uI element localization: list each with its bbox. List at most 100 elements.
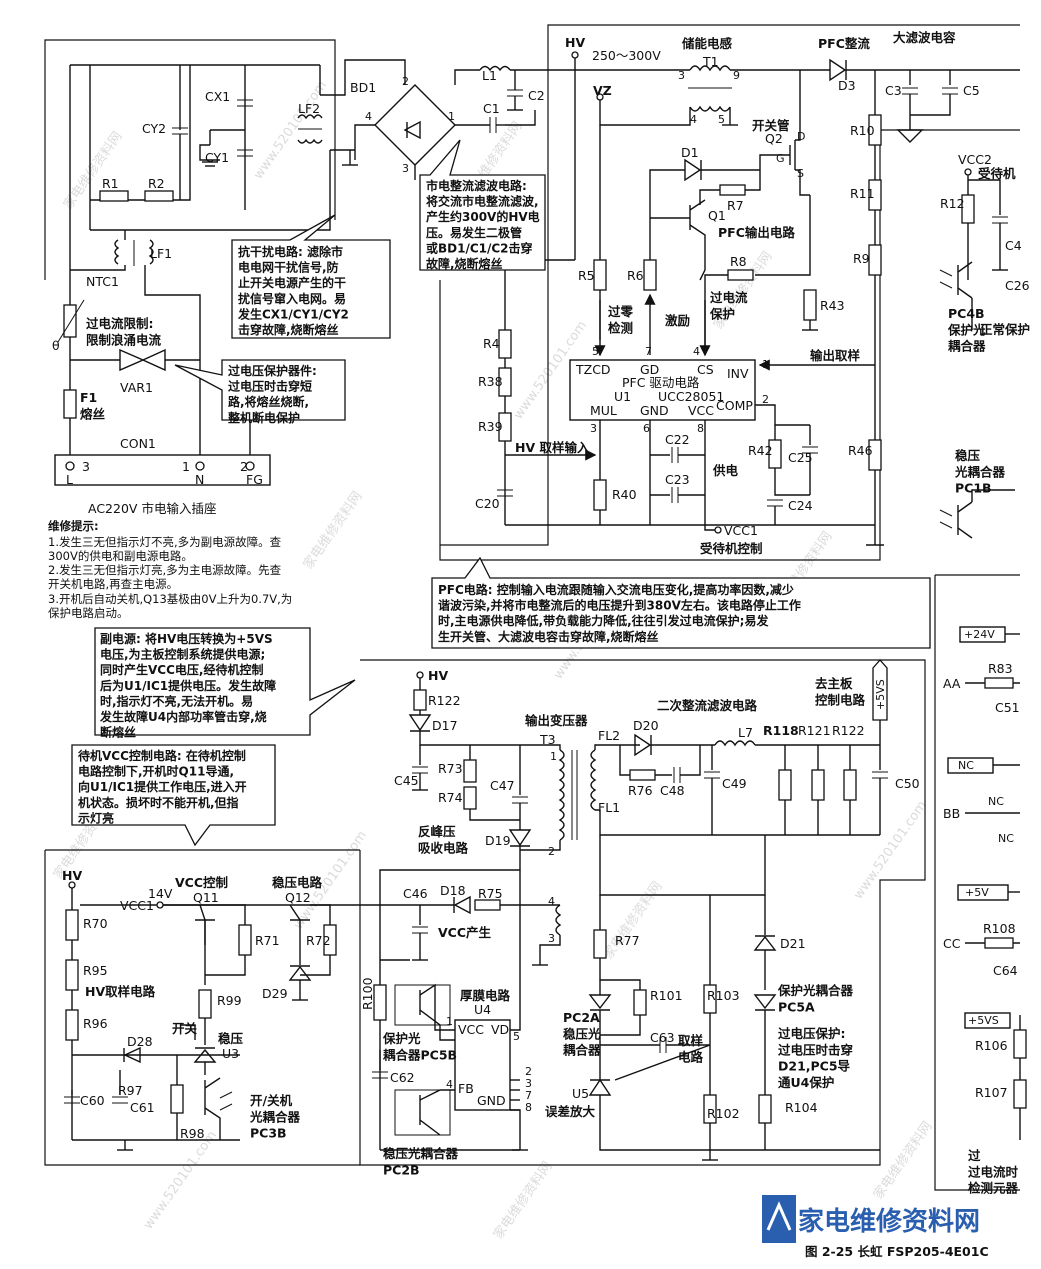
label-ntc1: NTC1 (86, 274, 119, 289)
label-d19: D19 (485, 833, 511, 848)
label-r104: R104 (785, 1100, 818, 1115)
pin-label: S (797, 167, 804, 180)
label-lf1: LF1 (150, 246, 172, 261)
label-nc: NC (998, 832, 1014, 845)
label-c45: C45 (394, 773, 419, 788)
label-sampling: 取样电路 (678, 1033, 704, 1064)
label-r71: R71 (255, 933, 280, 948)
thick-film-ic-u4 (454, 1019, 511, 1111)
label-c23: C23 (665, 472, 690, 487)
label-hv-left: HV (62, 868, 82, 883)
u1-part: UCC28051 (658, 389, 724, 404)
label-r77: R77 (615, 933, 640, 948)
pin-number: 1 (550, 750, 557, 763)
label-storage-inductor: 储能电感 (681, 36, 733, 51)
label-lf2: LF2 (298, 101, 320, 116)
pin-number: 1 (182, 459, 190, 474)
label-excite: 激励 (665, 313, 690, 328)
label-r1: R1 (102, 176, 119, 191)
label-vcc1-left: VCC1 (120, 898, 154, 913)
pin-number: 3 (548, 932, 555, 945)
label-c50: C50 (895, 776, 920, 791)
label-theta: θ (52, 338, 60, 353)
label-q1: Q1 (708, 208, 726, 223)
label-c63: C63 (650, 1030, 675, 1045)
label-c51: C51 (995, 700, 1020, 715)
label-r70: R70 (83, 916, 108, 931)
label-plus5vs: +5VS (874, 679, 887, 710)
label-r38: R38 (478, 374, 503, 389)
pin-cs: CS (697, 362, 714, 377)
watermark-text: www.520101.com (851, 798, 930, 902)
section-frames (44, 24, 1020, 1191)
label-r97: R97 (118, 1083, 143, 1098)
label-cx1: CX1 (205, 89, 230, 104)
label-r39: R39 (478, 419, 503, 434)
label-reg-circuit: 稳压电路 (272, 875, 323, 890)
label-q11: Q11 (193, 890, 219, 905)
label-r42: R42 (748, 443, 773, 458)
label-over-cur: 过电流保护 (709, 290, 748, 321)
label-hv-mid: HV (428, 668, 448, 683)
pin-number: 8 (697, 422, 704, 435)
label-on-off: 开关 (172, 1021, 198, 1036)
pin-tzcd: TZCD (575, 362, 611, 377)
label-zero-cross: 过零检测 (608, 304, 634, 335)
pin-number: 4 (690, 113, 697, 126)
callout-standby-text: 待机VCC控制电路: 在待机控制电路控制下,开机时Q11导通,向U1/IC1提供… (77, 748, 247, 825)
pin-number: 9 (733, 69, 740, 82)
label-bd1: BD1 (350, 80, 376, 95)
label-d28: D28 (127, 1034, 153, 1049)
callout-standby: 待机VCC控制电路: 在待机控制电路控制下,开机时Q11导通,向U1/IC1提供… (71, 744, 276, 847)
pin-number: 2 (525, 1065, 532, 1078)
label-d20: D20 (633, 718, 659, 733)
pin-number: 1 (448, 110, 455, 123)
label-c4: C4 (1005, 238, 1022, 253)
label-r98: R98 (180, 1126, 205, 1141)
pin-number: 7 (645, 345, 652, 358)
label-socket-title: AC220V 市电输入插座 (88, 501, 216, 516)
label-q12: Q12 (285, 890, 311, 905)
label-hv-top: HV (565, 35, 585, 50)
label-r106: R106 (975, 1038, 1008, 1053)
label-regulator: 稳压 (218, 1031, 244, 1046)
label-c49: C49 (722, 776, 747, 791)
pin-number: 8 (525, 1101, 532, 1114)
label-hv-sample-in: HV 取样输入 (515, 440, 590, 455)
aux-supply-section (80, 659, 888, 1151)
pin-number: 4 (446, 1078, 453, 1091)
label-r96: R96 (83, 1016, 108, 1031)
label-c20: C20 (475, 496, 500, 511)
label-ntc-desc: 过电流限制:限制浪涌电流 (86, 316, 162, 347)
label-r99: R99 (217, 993, 242, 1008)
label-c48: C48 (660, 783, 685, 798)
callout-emi-text: 抗干扰电路: 滤除市电电网干扰信号,防止开关电源产生的干扰信号窜入电网。易发生C… (237, 244, 349, 337)
repair-tip-line: 2.发生三无但指示灯亮,多为主电源故障。先查 (48, 563, 282, 577)
label-d17: D17 (432, 718, 458, 733)
label-r76: R76 (628, 783, 653, 798)
pin-gnd-u4: GND (477, 1093, 506, 1108)
label-out-sample: 输出取样 (810, 348, 861, 363)
feedback-section (588, 835, 880, 1161)
pfc-section (497, 51, 1020, 546)
label-vcc1: VCC1 (724, 523, 758, 538)
callout-ovp-part: 过电压保护器件:过电压时击穿短路,将熔丝烧断,整机断电保护 (174, 359, 346, 425)
label-err-amp: 误差放大 (545, 1104, 596, 1119)
label-u4: U4 (474, 1002, 491, 1017)
pin-number: 6 (643, 422, 650, 435)
pin-mul: MUL (590, 403, 617, 418)
label-r95: R95 (83, 963, 108, 978)
callout-rectifier-text: 市电整流滤波电路:将交流市电整流滤波,产生约300V的HV电压。易发生二极管或B… (426, 178, 540, 271)
label-c1: C1 (483, 101, 500, 116)
label-vcc-ctrl: VCC控制 (175, 875, 228, 890)
repair-tip-line: 300V的供电和副电源电路。 (48, 549, 193, 563)
label-r7: R7 (727, 198, 744, 213)
